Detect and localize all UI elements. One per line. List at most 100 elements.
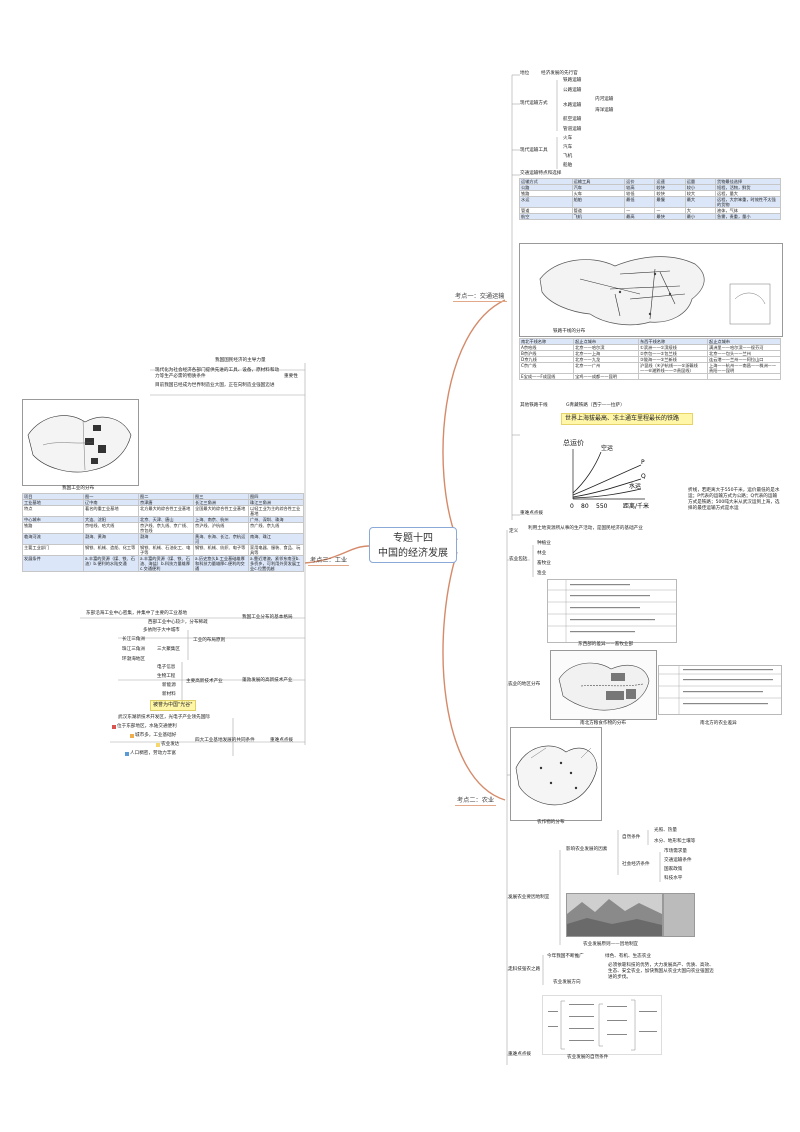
industry-map — [22, 399, 139, 486]
direction-text: 必须依靠科技的优势，大力发展高产、优质、高效、生态、安全农业，加快我国从农业大国… — [608, 963, 714, 980]
sci-label: 走科技强农之路 — [508, 967, 541, 972]
features-title: 交通运输特点和选择 — [520, 171, 562, 176]
social-1: 市场需求量 — [664, 849, 687, 854]
tool-plane: 飞机 — [563, 154, 573, 159]
condition-icon-4 — [125, 752, 129, 756]
layout-top: 多依附于大中城市 — [143, 628, 180, 633]
north-south-table-drawing — [659, 666, 781, 714]
east-west-table-drawing — [548, 580, 676, 642]
natural-1: 光照、热量 — [654, 828, 677, 833]
tools-label: 现代运输工具 — [520, 148, 548, 153]
layout-yrd: 长江三角洲 — [122, 637, 145, 642]
optics-valley-highlight: 被誉为中国"光谷" — [150, 700, 196, 711]
mode-rail: 铁路运输 — [563, 78, 582, 83]
cost-chart-ylabel: 总运价 — [563, 438, 584, 447]
industry-map-caption: 我国工业的分布 — [62, 486, 95, 491]
north-south-table-image — [658, 665, 782, 715]
railway-map — [519, 243, 783, 337]
central-title-line2: 中国的经济发展 — [378, 548, 448, 559]
adapt-label: 发展农业要因地制宜 — [508, 895, 550, 900]
industry-bases-table: 项目图一图二图三图四 工业基地辽中南京津唐长江三角洲珠江三角洲 特点著名的重工业… — [22, 493, 304, 572]
adapt-caption: 农业发展原则——因地制宜 — [583, 942, 639, 947]
hitech-label: 主要高新技术产业 — [186, 679, 223, 684]
sector-fishery: 渔业 — [537, 571, 547, 576]
mode-air: 航空运输 — [563, 117, 582, 122]
natural-conditions-drawing — [548, 999, 657, 1051]
importance-label: 重要性 — [284, 374, 298, 379]
hitech-dev: 蓬勃发展的高新技术产业 — [242, 678, 293, 683]
cost-series-label-3: 水运 — [629, 482, 641, 490]
cost-chart-xtick-1: 80 — [581, 503, 589, 510]
hitech-4: 新材料 — [162, 692, 176, 697]
transport-analysis: 折线，若距离大于550千米，运价最低的是水运；P代表的运输方式为公路；Q代表的运… — [688, 488, 780, 511]
cost-series-label-0: 空运 — [601, 444, 613, 452]
industry-key-label: 重难点点拨 — [270, 738, 293, 743]
common-3: 农业发达 — [161, 742, 180, 747]
agri-def-text: 利用土地资源所从事的生产活动，是国民经济的基础产业 — [528, 526, 643, 531]
status-label: 地位 — [520, 71, 530, 76]
common-label: 四大工业基地发展的共同条件 — [195, 738, 255, 743]
sector-planting: 种植业 — [537, 541, 551, 546]
mode-water: 水路运输 — [563, 103, 582, 108]
agri-key-label: 重难点点拨 — [508, 1052, 531, 1057]
railway-map-drawing — [539, 256, 771, 326]
grain-map-caption: 南北方粮食作物的分布 — [580, 721, 626, 726]
topic-industry: 考点三：工业 — [308, 557, 350, 566]
wuhan-note: 武汉东湖新技术开发区，光电子产业领先国际 — [118, 715, 210, 720]
cost-series-label-1: P — [641, 459, 645, 466]
agri-def-label: 定义 — [509, 529, 519, 534]
crops-map-drawing — [515, 745, 598, 806]
sector-livestock: 畜牧业 — [537, 561, 551, 566]
layout-group: 三大聚集区 — [157, 647, 180, 652]
social-3: 国家政策 — [664, 867, 683, 872]
ns-table-caption: 南北方的农业差异 — [700, 721, 737, 726]
terrain-photo-2 — [663, 893, 695, 937]
sector-forestry: 林业 — [537, 551, 547, 556]
natural-label: 自然条件 — [622, 835, 641, 840]
layout-prd: 珠江三角洲 — [122, 647, 145, 652]
cost-chart-xtick-2: 550 — [596, 503, 608, 510]
grain-crops-map — [550, 650, 657, 720]
terrain-photo-drawing — [567, 894, 662, 936]
terrain-photo — [566, 893, 663, 937]
cost-series-1 — [572, 464, 642, 496]
transport-features-table: 运输方式运输工具运价运速运量货物最佳选择 公路汽车较高较快较小短程，活物，鲜货 … — [519, 178, 781, 220]
factors-label: 影响农业发展的因素 — [566, 847, 608, 852]
natural-2: 水分、地形和土壤等 — [654, 839, 696, 844]
pattern-label: 我国工业分布的基本格局 — [242, 615, 293, 620]
cost-series-2 — [572, 478, 642, 498]
social-4: 科技水平 — [664, 876, 683, 881]
qinghai-tibet-rail: G青藏铁路（西宁——拉萨） — [566, 403, 625, 408]
common-1: 位于东部地区，水陆交通便利 — [117, 724, 177, 729]
hitech-3: 新能源 — [162, 683, 176, 688]
cost-chart-xtick-0: 0 — [570, 503, 574, 510]
social-2: 交通运输条件 — [664, 858, 692, 863]
condition-icon-3 — [156, 743, 160, 747]
industry-map-drawing — [27, 415, 132, 473]
natural-cond-caption: 农业发展的自然条件 — [567, 1055, 609, 1060]
cost-chart-series — [572, 451, 642, 499]
agri-distribution-label: 农业的地区分布 — [508, 682, 541, 687]
agri-sectors-label: 农业包括 — [509, 557, 528, 562]
mode-pipe: 管道运输 — [563, 127, 582, 132]
rail-map-caption: 铁路干线的分布 — [553, 329, 586, 334]
water-inland: 内河运输 — [595, 97, 614, 102]
crops-distribution-map — [510, 727, 602, 821]
qinghai-tibet-highlight: 世界上海拔最高、冻土通车里程最长的铁路 — [561, 413, 693, 425]
direction-top2: 绿色、有机、生态农业 — [605, 954, 651, 959]
direction-top: 今年我国不断推广 — [547, 954, 584, 959]
transport-key-label: 重难点点拨 — [520, 511, 543, 516]
hitech-1: 电子信息 — [157, 665, 176, 670]
social-label: 社会经济条件 — [622, 862, 650, 867]
mode-road: 公路运输 — [563, 88, 582, 93]
coast-note: 东部沿海工业中心密集，并集中了主要的工业基地 — [86, 611, 188, 616]
natural-conditions-diagram — [542, 995, 662, 1055]
cost-series-0 — [572, 451, 602, 494]
topic-agriculture: 考点二：农业 — [455, 797, 497, 806]
industry-role: 我国国民经济的主导力量 — [215, 358, 266, 363]
layout-label: 工业的布局原则 — [193, 638, 226, 643]
direction-label: 农业发展方向 — [553, 980, 581, 985]
